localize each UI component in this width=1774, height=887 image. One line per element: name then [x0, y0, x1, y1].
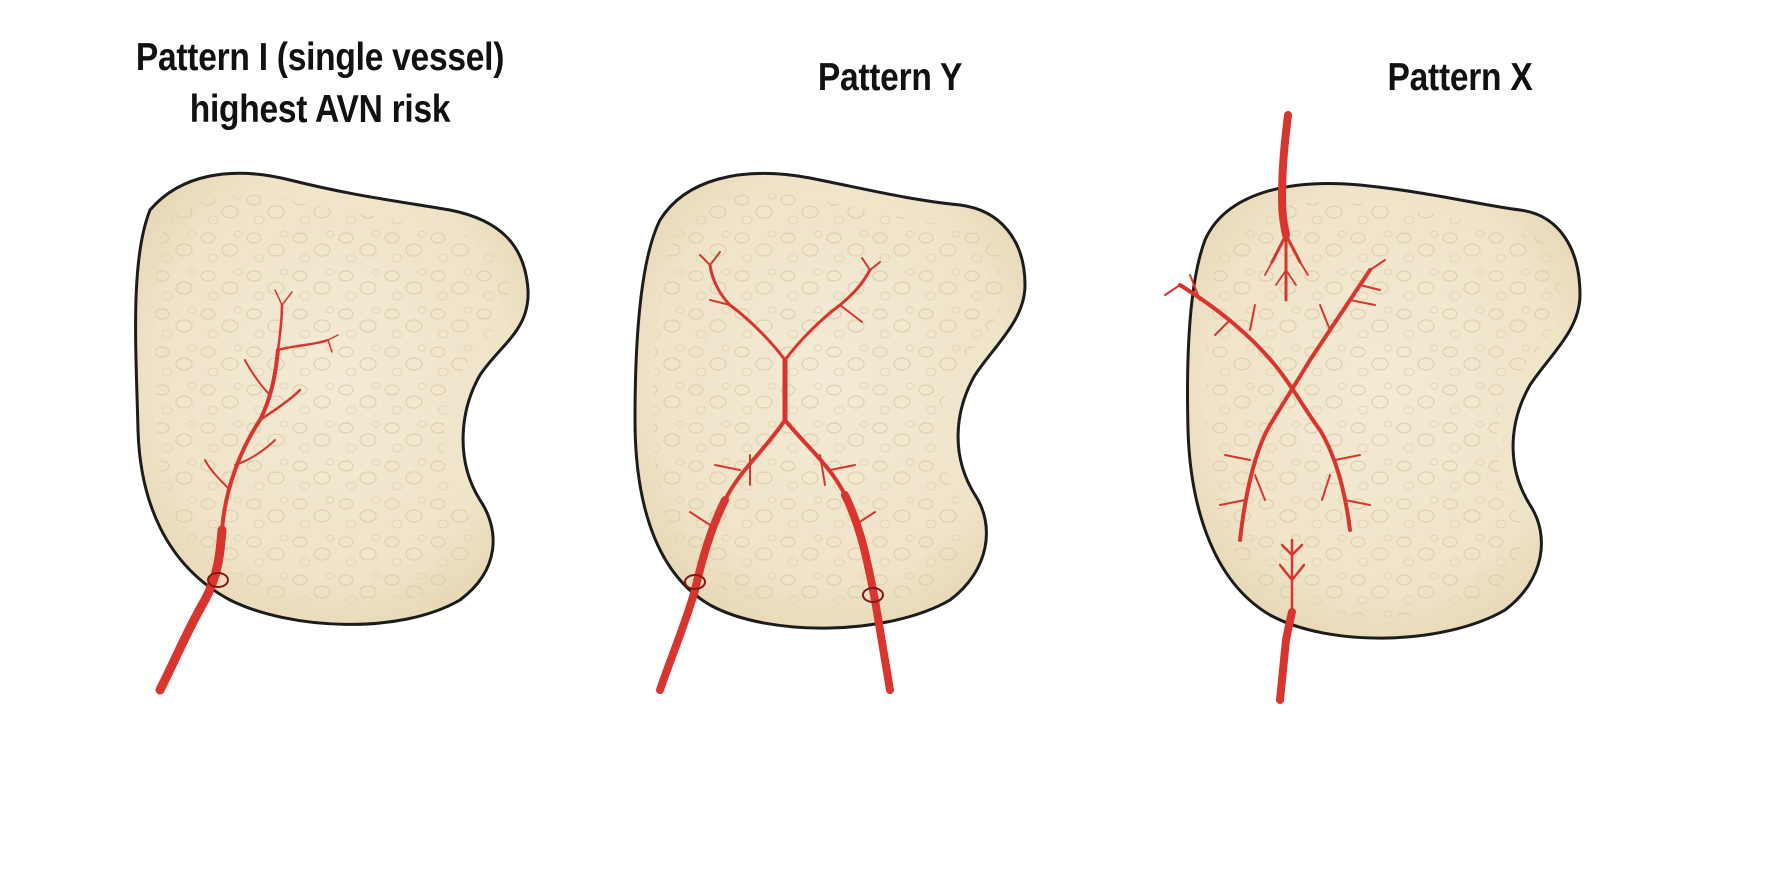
panel-pattern-y: Pattern Y: [633, 0, 1140, 887]
bone-illustration: [633, 171, 1027, 694]
vessel-trunk: [689, 251, 881, 526]
panel-title: Pattern Y: [675, 52, 1105, 104]
bone-shape: [134, 171, 530, 626]
bone-illustration: [134, 171, 530, 695]
bone-illustration: [1164, 111, 1582, 704]
bone-shape: [633, 171, 1027, 630]
panel-pattern-i: Pattern I (single vessel) highest AVN ri…: [60, 0, 580, 887]
vessel-foramen: [207, 572, 229, 588]
panel-title: Pattern I (single vessel) highest AVN ri…: [96, 32, 543, 136]
bone-shape: [1186, 181, 1582, 640]
vessel-cross: [1164, 259, 1386, 542]
vessel-single: [155, 289, 339, 695]
panel-pattern-x: Pattern X: [1164, 0, 1710, 887]
vessel-foramen: [684, 574, 884, 603]
title-line-1: Pattern I (single vessel): [135, 36, 505, 79]
vessel-top: [1264, 111, 1309, 302]
vessel-right: [783, 418, 894, 694]
vessel-bottom: [1276, 538, 1306, 704]
panel-title: Pattern X: [1245, 52, 1675, 104]
title-line-1: Pattern X: [1387, 56, 1533, 99]
title-line-2: highest AVN risk: [189, 88, 451, 131]
title-line-1: Pattern Y: [817, 56, 963, 99]
vessel-left: [656, 418, 787, 694]
